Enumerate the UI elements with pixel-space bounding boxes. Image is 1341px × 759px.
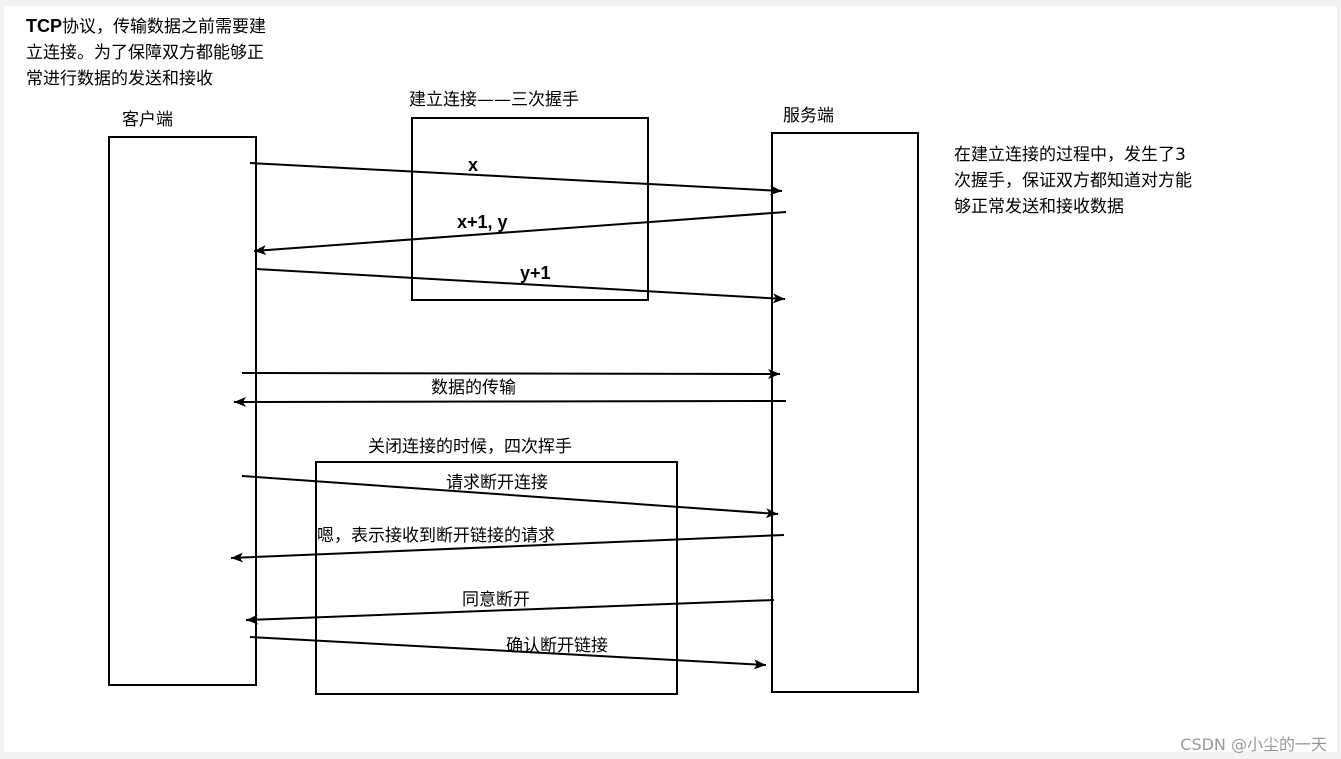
intro-text: TCP协议，传输数据之前需要建 立连接。为了保障双方都能够正 常进行数据的发送和…: [26, 13, 336, 92]
arrow-data-return: [233, 396, 787, 407]
arrow-syn-ack: [253, 211, 787, 256]
diagram-canvas: TCP协议，传输数据之前需要建 立连接。为了保障双方都能够正 常进行数据的发送和…: [4, 6, 1337, 752]
wave-message-3: 同意断开: [462, 590, 530, 610]
side-note-line-2: 次握手，保证双方都知道对方能: [954, 171, 1192, 191]
handshake-box: [411, 117, 649, 301]
arrow-fin-ack: [230, 534, 785, 563]
arrow-ack: [255, 268, 786, 304]
arrow-fin-confirm: [249, 636, 767, 670]
side-note-line-1: 在建立连接的过程中，发生了3: [954, 145, 1186, 165]
wave-title: 关闭连接的时候，四次挥手: [368, 437, 572, 457]
server-box: [771, 132, 919, 693]
arrow-syn: [249, 162, 783, 196]
intro-line-1: TCP协议，传输数据之前需要建: [26, 13, 336, 40]
intro-line-2: 立连接。为了保障双方都能够正: [26, 43, 264, 63]
transfer-label: 数据的传输: [431, 378, 516, 398]
intro-tcp: TCP: [26, 16, 62, 36]
client-box: [108, 136, 257, 686]
watermark: CSDN @小尘的一天: [1180, 735, 1327, 754]
handshake-message-2: x+1, y: [457, 212, 508, 232]
wave-message-2: 嗯，表示接收到断开链接的请求: [317, 526, 555, 546]
client-label: 客户端: [122, 110, 173, 130]
server-label: 服务端: [783, 106, 834, 126]
diagram-drawing: [108, 117, 919, 695]
handshake-message-1: x: [468, 155, 479, 175]
intro-line-3: 常进行数据的发送和接收: [26, 69, 213, 89]
side-note: 在建立连接的过程中，发生了3 次握手，保证双方都知道对方能 够正常发送和接收数据: [954, 142, 1274, 220]
wave-message-4: 确认断开链接: [506, 636, 608, 656]
handshake-title: 建立连接——三次握手: [409, 90, 579, 110]
side-note-line-3: 够正常发送和接收数据: [954, 197, 1124, 217]
wave-box: [315, 461, 678, 695]
handshake-message-3: y+1: [520, 263, 551, 283]
wave-message-1: 请求断开连接: [446, 473, 548, 493]
arrow-fin-request: [241, 475, 779, 519]
intro-line-1-rest: 协议，传输数据之前需要建: [62, 17, 266, 37]
arrow-data-send: [241, 368, 781, 379]
arrow-fin-agree: [245, 599, 775, 625]
